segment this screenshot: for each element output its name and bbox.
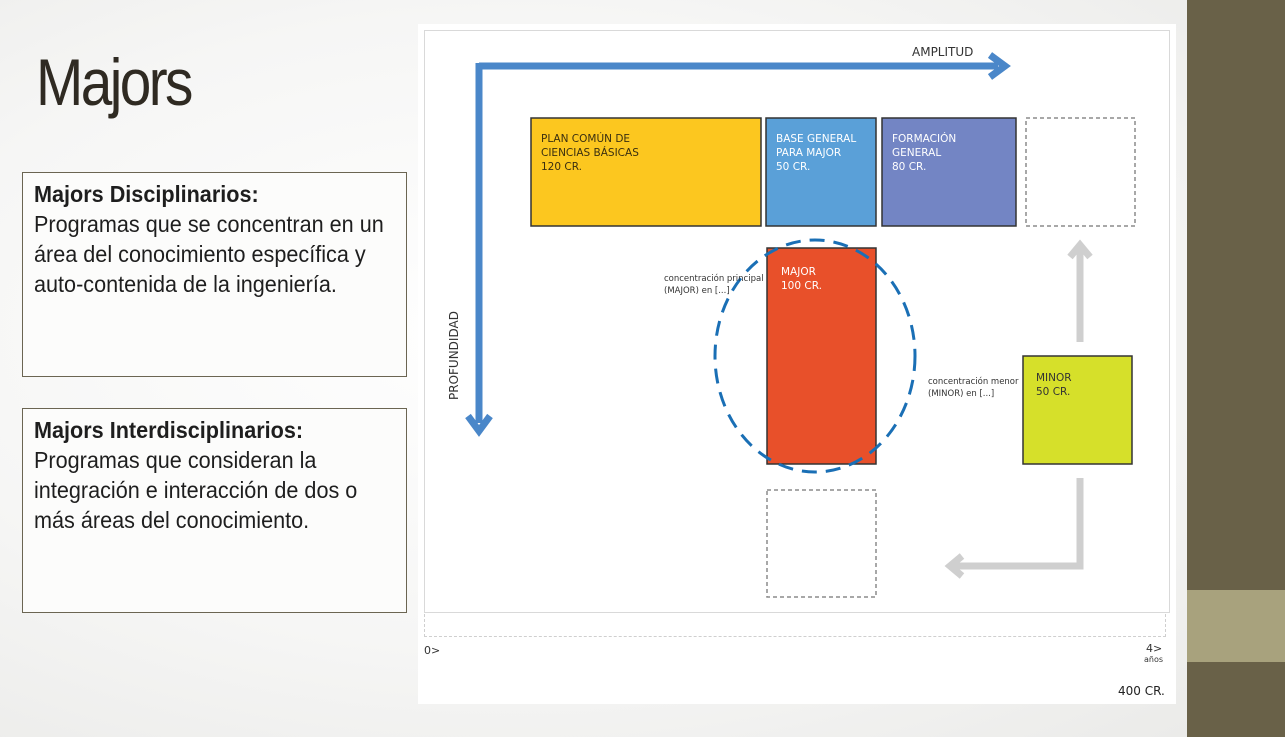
timeline-start: 0>: [424, 644, 440, 657]
svg-text:50 CR.: 50 CR.: [1036, 386, 1070, 398]
svg-text:120 CR.: 120 CR.: [541, 161, 582, 173]
svg-text:BASE GENERAL: BASE GENERAL: [776, 133, 856, 145]
svg-text:MINOR: MINOR: [1036, 372, 1072, 384]
plan-comun-block: PLAN COMÚN DE CIENCIAS BÁSICAS 120 CR.: [530, 117, 762, 227]
principal-concentration-label-1: concentración principal: [664, 273, 764, 284]
disciplinary-majors-heading: Majors Disciplinarios:: [34, 181, 259, 207]
timeline-frame: [424, 614, 1166, 637]
base-general-block: BASE GENERAL PARA MAJOR 50 CR.: [765, 117, 877, 227]
total-credits: 400 CR.: [1118, 684, 1165, 698]
svg-text:80 CR.: 80 CR.: [892, 161, 926, 173]
svg-text:50 CR.: 50 CR.: [776, 161, 810, 173]
svg-text:PARA MAJOR: PARA MAJOR: [776, 147, 841, 159]
svg-text:100 CR.: 100 CR.: [781, 280, 822, 292]
svg-text:GENERAL: GENERAL: [892, 147, 941, 159]
flow-arrow-up: [1067, 239, 1093, 342]
disciplinary-majors-box: Majors Disciplinarios: Programas que se …: [22, 172, 407, 377]
empty-slot-top-right: [1025, 117, 1136, 227]
empty-slot-bottom: [766, 489, 877, 598]
principal-concentration-label-2: (MAJOR) en [...]: [664, 286, 730, 296]
svg-text:CIENCIAS BÁSICAS: CIENCIAS BÁSICAS: [541, 146, 639, 159]
profundidad-label: PROFUNDIDAD: [447, 311, 461, 400]
interdisciplinary-majors-text: Programas que consideran la integración …: [34, 447, 358, 533]
major-block: MAJOR 100 CR.: [766, 247, 877, 465]
minor-concentration-label-2: (MINOR) en [...]: [928, 389, 994, 399]
amplitud-label: AMPLITUD: [912, 45, 973, 59]
timeline-end: 4>: [1146, 642, 1162, 655]
disciplinary-majors-text: Programas que se concentran en un área d…: [34, 211, 384, 297]
interdisciplinary-majors-box: Majors Interdisciplinarios: Programas qu…: [22, 408, 407, 613]
major-highlight-circle: [713, 238, 917, 474]
svg-text:FORMACIÓN: FORMACIÓN: [892, 132, 956, 145]
timeline-unit: años: [1144, 655, 1163, 664]
sidebar-decoration-light: [1187, 590, 1285, 662]
svg-text:MAJOR: MAJOR: [781, 266, 816, 278]
svg-text:PLAN COMÚN DE: PLAN COMÚN DE: [541, 132, 630, 145]
profundidad-axis-arrow: [465, 63, 493, 437]
formacion-general-block: FORMACIÓN GENERAL 80 CR.: [881, 117, 1017, 227]
amplitud-axis-arrow: [479, 52, 1011, 80]
interdisciplinary-majors-heading: Majors Interdisciplinarios:: [34, 417, 304, 443]
minor-concentration-label-1: concentración menor: [928, 376, 1019, 387]
minor-block: MINOR 50 CR.: [1022, 355, 1133, 465]
slide-title: Majors: [36, 45, 193, 119]
flow-arrow-back: [944, 478, 1084, 579]
